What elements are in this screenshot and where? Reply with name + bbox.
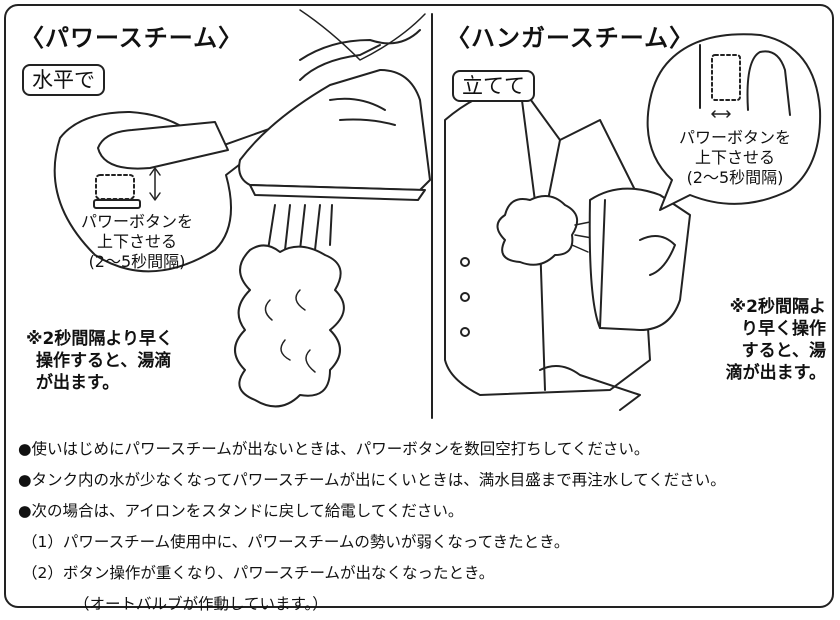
instruction-item: ●使いはじめにパワースチームが出ないときは、パワーボタンを数回空打ちしてください… [18,440,650,458]
left-panel-title: 〈パワースチーム〉 [20,24,244,52]
right-bubble-line: 上下させる [694,148,775,167]
left-bubble-illustration [53,111,301,273]
right-bubble-line: (2〜5秒間隔) [686,168,784,187]
right-bubble-line: パワーボタンを [678,128,791,147]
right-note-line: ※2秒間隔よ [729,297,826,317]
left-note-line: ※2秒間隔より早く [26,329,174,349]
left-note-line: 操作すると、湯滴 [36,351,172,371]
right-note-line: すると、湯 [741,341,826,361]
left-bubble-line: 上下させる [96,232,177,251]
right-warning-note: ※2秒間隔よ り早く操作 すると、湯 滴が出ます。 [722,296,826,384]
right-bubble-illustration [646,33,822,211]
left-bubble-line: パワーボタンを [80,212,193,231]
left-warning-note: ※2秒間隔より早く 操作すると、湯滴 が出ます。 [26,328,173,394]
left-bubble-line: (2〜5秒間隔) [88,252,186,271]
right-note-line: 滴が出ます。 [725,363,826,383]
left-mode-label: 水平で [22,64,105,96]
left-note-line: が出ます。 [36,373,120,393]
right-panel-title: 〈ハンガースチーム〉 [446,24,695,52]
instruction-subnote: （オートバルブが作動しています。） [74,595,328,613]
right-mode-label: 立てて [452,70,535,102]
right-bubble-text: パワーボタンを 上下させる (2〜5秒間隔) [660,128,810,188]
left-bubble-text: パワーボタンを 上下させる (2〜5秒間隔) [62,212,212,272]
instruction-subitem: （1）パワースチーム使用中に、パワースチームの勢いが弱くなってきたとき。 [22,533,570,551]
instruction-item: ●タンク内の水が少なくなってパワースチームが出にくいときは、満水目盛まで再注水し… [18,471,726,489]
instruction-list: ●使いはじめにパワースチームが出ないときは、パワーボタンを数回空打ちしてください… [18,434,830,620]
left-iron-illustration [234,29,431,408]
right-note-line: り早く操作 [741,319,826,339]
instruction-subitem: （2）ボタン操作が重くなり、パワースチームが出なくなったとき。 [22,564,495,582]
right-iron-illustration [588,187,691,331]
manual-frame [4,4,834,608]
instruction-item: ●次の場合は、アイロンをスタンドに戻して給電してください。 [18,502,464,520]
